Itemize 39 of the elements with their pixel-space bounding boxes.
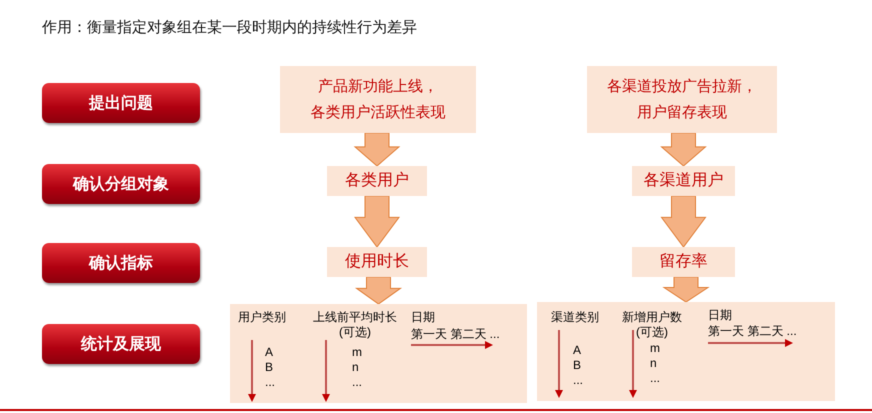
step-button: 确认指标: [42, 243, 200, 283]
block-arrow: [660, 132, 707, 167]
table-cell: A: [573, 343, 582, 358]
block-arrow: [354, 196, 400, 248]
column-header: 第一天 第二天 ...: [708, 324, 797, 339]
table-panel: [537, 302, 835, 401]
process-box: 使用时长: [327, 247, 427, 277]
block-arrow: [660, 196, 706, 248]
table-cell: m: [352, 345, 362, 360]
table-cell: B: [265, 360, 274, 375]
column-header: 日期: [411, 310, 435, 325]
step-button: 统计及展现: [42, 324, 200, 364]
column-header: 上线前平均时长(可选): [312, 310, 398, 340]
column-header: 渠道类别: [551, 310, 599, 325]
process-box: 留存率: [632, 247, 735, 277]
table-cell: ...: [573, 373, 584, 388]
table-cell: ...: [650, 371, 660, 386]
process-box: 各渠道投放广告拉新，用户留存表现: [587, 66, 777, 133]
block-arrow: [662, 276, 710, 303]
table-cell: m: [650, 341, 660, 356]
table-panel: [230, 304, 527, 403]
process-box: 各渠道用户: [632, 166, 735, 196]
table-cell: ...: [352, 375, 362, 390]
table-cell: n: [650, 356, 657, 371]
title: 作用：衡量指定对象组在某一段时期内的持续性行为差异: [42, 18, 417, 37]
column-header: 第一天 第二天 ...: [411, 327, 500, 342]
table-cell: n: [352, 360, 359, 375]
step-button: 确认分组对象: [42, 164, 200, 204]
column-header: 用户类别: [238, 310, 286, 325]
block-arrow: [354, 132, 400, 167]
block-arrow: [354, 276, 402, 305]
table-cell: B: [573, 358, 582, 373]
process-box: 产品新功能上线，各类用户活跃性表现: [280, 66, 476, 133]
column-header: 日期: [708, 308, 732, 323]
table-cell: A: [265, 345, 274, 360]
table-cell: ...: [265, 375, 276, 390]
step-button: 提出问题: [42, 83, 200, 123]
process-box: 各类用户: [327, 166, 427, 196]
column-header: 新增用户数(可选): [621, 310, 683, 340]
